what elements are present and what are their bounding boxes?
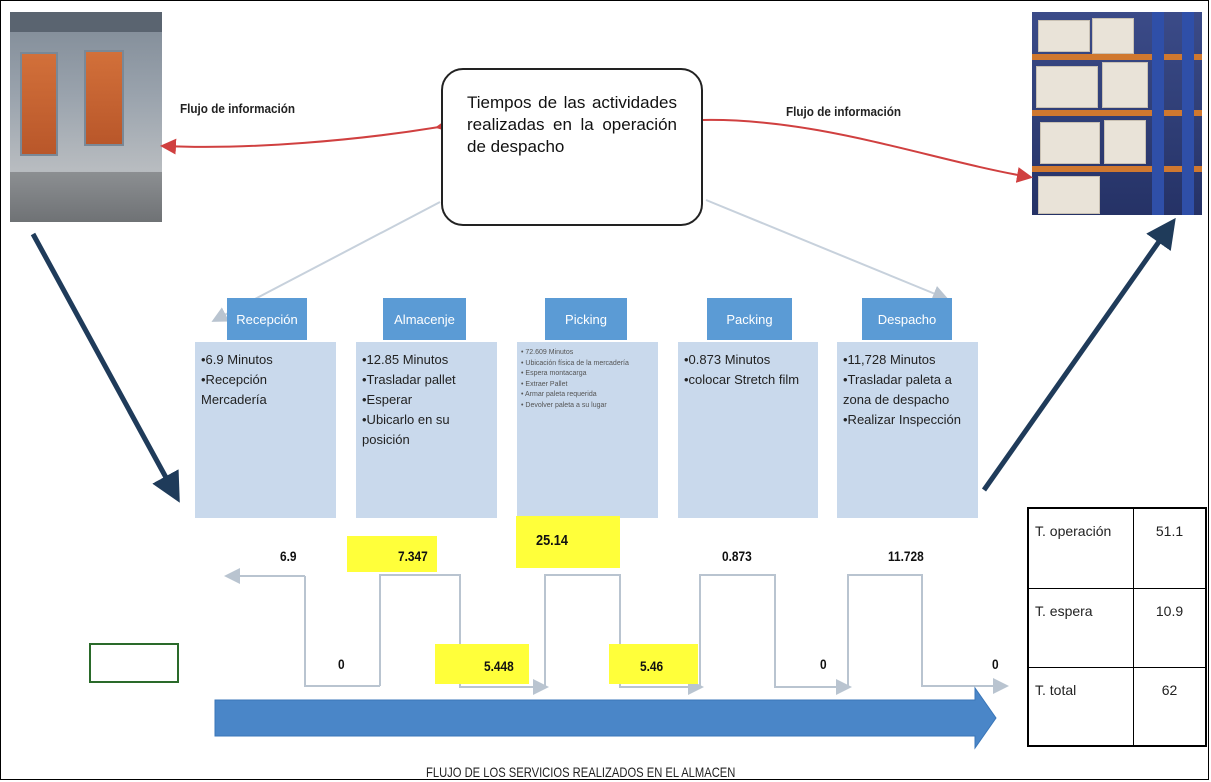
stage-header-despacho: Despacho bbox=[862, 298, 952, 340]
stage-header-recepcion: Recepción bbox=[227, 298, 307, 340]
summary-table: T. operación 51.1 T. espera 10.9 T. tota… bbox=[1027, 507, 1207, 747]
wait-value-recepcion: 0 bbox=[338, 656, 345, 672]
info-flow-right-label: Flujo de información bbox=[786, 104, 902, 119]
summary-value: 10.9 bbox=[1133, 588, 1207, 668]
left-diagonal-arrow bbox=[30, 232, 180, 503]
info-flow-left-label: Flujo de información bbox=[180, 101, 296, 116]
stage-detail-despacho: •11,728 Minutos •Trasladar paleta a zona… bbox=[837, 342, 978, 518]
right-diagonal-arrow bbox=[981, 217, 1176, 492]
op-value-packing: 0.873 bbox=[722, 548, 752, 564]
info-flow-left-arrow bbox=[160, 117, 453, 155]
detail-line: •Esperar bbox=[362, 392, 413, 407]
stage-detail-packing: •0.873 Minutos •colocar Stretch film bbox=[678, 342, 818, 518]
stage-header-packing: Packing bbox=[707, 298, 792, 340]
detail-line: •colocar Stretch film bbox=[684, 372, 800, 387]
warehouse-racks-image bbox=[1032, 12, 1202, 215]
highlight-picking-op bbox=[516, 516, 620, 568]
detail-line: •12.85 Minutos bbox=[362, 352, 449, 367]
wait-value-almacenje: 5.448 bbox=[484, 658, 514, 674]
detail-line: • 72.609 Minutos bbox=[521, 349, 574, 356]
op-value-recepcion: 6.9 bbox=[280, 548, 297, 564]
highlight-almacenje-op bbox=[347, 536, 437, 572]
summary-label: T. operación bbox=[1027, 507, 1134, 590]
highlight-almacenje-wait bbox=[435, 644, 529, 684]
detail-line: •Realizar Inspección bbox=[843, 412, 961, 427]
summary-label: T. espera bbox=[1027, 588, 1134, 668]
detail-line: •0.873 Minutos bbox=[684, 352, 771, 367]
warehouse-doors-image bbox=[10, 12, 162, 222]
summary-label: T. total bbox=[1027, 666, 1134, 747]
stage-header-picking: Picking bbox=[545, 298, 627, 340]
detail-line: •Trasladar paleta a zona de despacho bbox=[843, 372, 952, 407]
highlight-picking-wait bbox=[609, 644, 698, 684]
detail-line: • Armar paleta requerida bbox=[521, 391, 597, 398]
stage-detail-almacenje: •12.85 Minutos •Trasladar pallet •Espera… bbox=[356, 342, 497, 518]
detail-line: • Extraer Pallet bbox=[521, 380, 568, 388]
detail-line: • Espera montacarga bbox=[521, 370, 587, 377]
stage-detail-picking: • 72.609 Minutos • Ubicación física de l… bbox=[517, 342, 658, 518]
services-flow-arrow bbox=[214, 686, 997, 750]
stage-header-almacenje: Almacenje bbox=[383, 298, 466, 340]
op-value-almacenje: 7.347 bbox=[398, 548, 428, 564]
central-time-box: Tiempos de las actividades realizadas en… bbox=[441, 68, 703, 226]
detail-line: •11,728 Minutos bbox=[843, 352, 936, 367]
detail-line: • Ubicación física de la mercadería bbox=[521, 359, 629, 367]
wait-value-packing: 0 bbox=[820, 656, 827, 672]
detail-line: • Devolver paleta a su lugar bbox=[521, 401, 607, 409]
empty-cell-marker bbox=[89, 643, 179, 683]
summary-row: T. espera 10.9 bbox=[1027, 588, 1207, 668]
summary-row: T. operación 51.1 bbox=[1027, 507, 1207, 590]
detail-line: •Trasladar pallet bbox=[362, 372, 456, 387]
timeline-steps bbox=[304, 574, 1009, 695]
info-flow-right-arrow bbox=[702, 118, 1033, 183]
op-value-picking: 25.14 bbox=[536, 532, 568, 549]
summary-row: T. total 62 bbox=[1027, 666, 1207, 747]
detail-line: •Ubicarlo en su posición bbox=[362, 412, 450, 447]
wait-value-despacho: 0 bbox=[992, 656, 999, 672]
op-value-despacho: 11.728 bbox=[888, 548, 924, 564]
stage-detail-recepcion: •6.9 Minutos •Recepción Mercadería bbox=[195, 342, 336, 518]
detail-line: •6.9 Minutos bbox=[201, 352, 273, 367]
wait-value-picking: 5.46 bbox=[640, 658, 664, 674]
summary-value: 51.1 bbox=[1133, 507, 1207, 590]
summary-value: 62 bbox=[1133, 666, 1207, 747]
detail-line: •Recepción Mercadería bbox=[201, 372, 267, 407]
services-flow-label: FLUJO DE LOS SERVICIOS REALIZADOS EN EL … bbox=[426, 764, 736, 780]
